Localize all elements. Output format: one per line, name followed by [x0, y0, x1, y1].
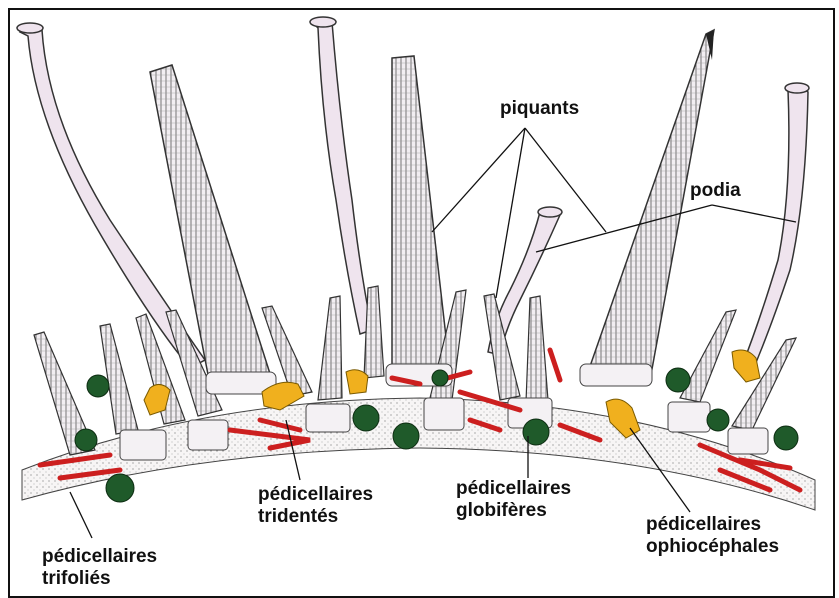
spine	[588, 30, 714, 380]
green-pedicellaria	[666, 368, 690, 392]
leader-line	[432, 128, 525, 232]
label-podia: podia	[690, 180, 741, 202]
spine-base	[306, 404, 350, 432]
label-pedicellaires-globiferes-line1: pédicellaires	[456, 478, 571, 500]
spine	[318, 296, 342, 400]
podium	[312, 19, 372, 335]
green-pedicellaria	[75, 429, 97, 451]
leader-line	[712, 205, 796, 222]
green-pedicellaria	[432, 370, 448, 386]
label-pedicellaires-trifolies-line1: pédicellaires	[42, 546, 157, 568]
spine-base	[668, 402, 710, 432]
spine	[680, 310, 736, 402]
label-pedicellaires-tridentes-line2: tridentés	[258, 506, 338, 528]
spine-base	[580, 364, 652, 386]
podium	[742, 88, 808, 372]
label-piquants: piquants	[500, 98, 579, 120]
green-pedicellaria	[353, 405, 379, 431]
spine-base	[728, 428, 768, 454]
podium-tip	[17, 23, 43, 33]
primary-spines	[150, 30, 714, 385]
red-pedicellaria	[550, 350, 560, 380]
green-pedicellaria	[774, 426, 798, 450]
spine	[526, 296, 548, 402]
label-pedicellaires-globiferes-line2: globifères	[456, 500, 547, 522]
label-pedicellaires-trifolies-line2: trifoliés	[42, 568, 111, 590]
green-pedicellaria	[393, 423, 419, 449]
spine-base	[120, 430, 166, 460]
green-pedicellaria	[87, 375, 109, 397]
spine	[364, 286, 384, 378]
leader-line	[70, 492, 92, 538]
spine	[392, 56, 450, 376]
label-pedicellaires-ophiocephales-line2: ophiocéphales	[646, 536, 779, 558]
label-pedicellaires-tridentes-line1: pédicellaires	[258, 484, 373, 506]
spine-base	[424, 398, 464, 430]
label-pedicellaires-ophiocephales-line1: pédicellaires	[646, 514, 761, 536]
green-pedicellaria	[707, 409, 729, 431]
green-pedicellaria	[523, 419, 549, 445]
leader-line	[525, 128, 606, 232]
green-pedicellaria	[106, 474, 134, 502]
podium-tip	[310, 17, 336, 27]
podium-tip	[785, 83, 809, 93]
yellow-pedicellaria	[346, 370, 368, 394]
spine-base	[188, 420, 228, 450]
podium-tip	[538, 207, 562, 217]
